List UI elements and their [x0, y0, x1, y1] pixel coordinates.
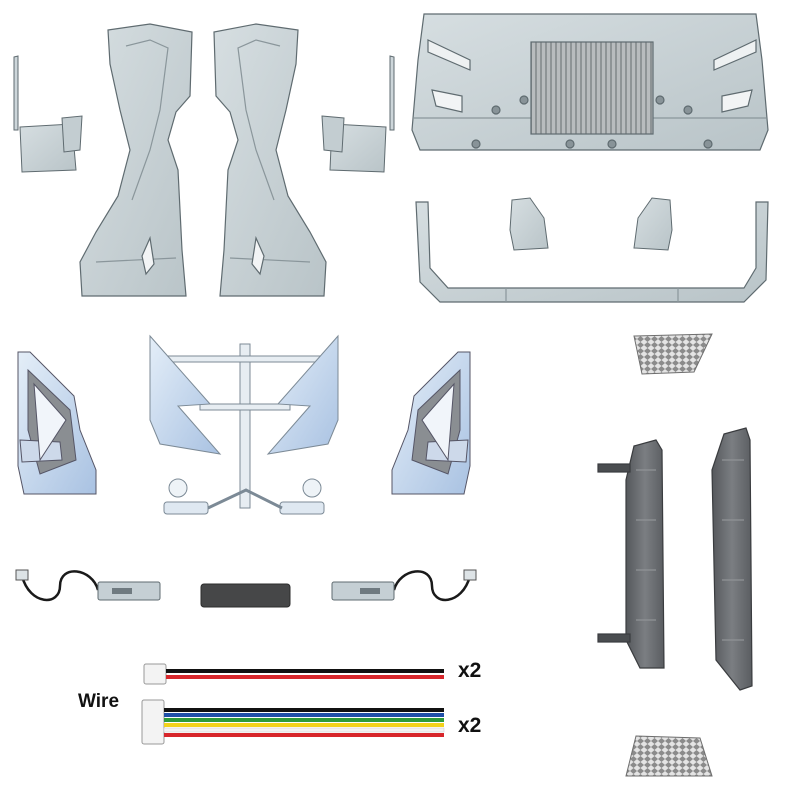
right-corner-reflector: [633, 197, 673, 251]
front-bumper: [411, 13, 769, 151]
two-pin-wire-quantity: x2: [458, 659, 482, 682]
two-pin-wire: [143, 663, 444, 685]
bumper-left-light: [431, 89, 463, 113]
bottom-mesh-insert: [625, 735, 713, 777]
left-fender-flare: [79, 23, 193, 297]
bumper-center-grille: [530, 41, 654, 135]
right-headlight-assembly: [391, 351, 471, 495]
bumper-right-light: [721, 89, 753, 113]
black-foam-pad: [200, 583, 291, 608]
left-small-bracket: [13, 55, 83, 173]
six-pin-wire: [141, 699, 445, 745]
clear-lens-sprue: [149, 334, 339, 515]
left-corner-reflector: [509, 197, 549, 251]
left-dark-side-grille: [597, 439, 665, 669]
right-dark-side-grille: [711, 427, 753, 691]
left-led-board-cable: [15, 569, 161, 602]
wire-label: Wire: [78, 691, 120, 712]
lower-spoiler-trim: [415, 201, 769, 303]
top-mesh-insert: [633, 333, 713, 375]
left-headlight-assembly: [17, 351, 97, 495]
right-small-bracket: [321, 55, 395, 173]
right-fender-flare: [213, 23, 327, 297]
right-led-board-cable: [331, 569, 477, 602]
six-pin-wire-quantity: x2: [458, 714, 482, 737]
